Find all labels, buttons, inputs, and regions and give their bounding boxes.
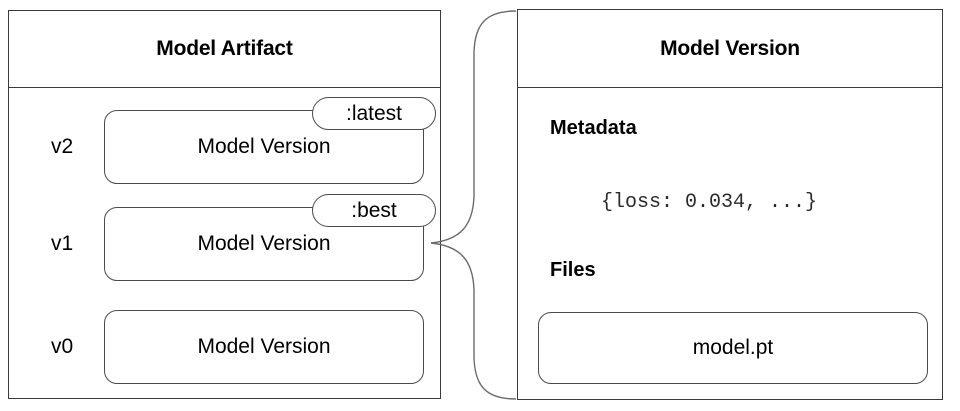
model-artifact-header: Model Artifact bbox=[9, 11, 440, 88]
metadata-heading: Metadata bbox=[550, 117, 637, 139]
model-artifact-panel: Model Artifact v2 Model Version :latest … bbox=[8, 10, 441, 399]
version-label-v1: v1 bbox=[51, 232, 74, 255]
version-row-v0: v0 Model Version bbox=[9, 310, 440, 384]
version-row-v2: v2 Model Version :latest bbox=[9, 97, 440, 184]
model-version-header: Model Version bbox=[518, 10, 942, 88]
tag-chip-best[interactable]: :best bbox=[312, 194, 436, 227]
version-row-v1: v1 Model Version :best bbox=[9, 194, 440, 281]
model-version-box-label-v2: Model Version bbox=[197, 135, 331, 158]
file-box-label-model-pt: model.pt bbox=[692, 336, 774, 359]
model-artifact-title: Model Artifact bbox=[156, 37, 293, 60]
metadata-value: {loss: 0.034, ...} bbox=[601, 191, 818, 214]
version-label-v2: v2 bbox=[51, 135, 74, 158]
model-version-detail-panel: Model Version Metadata {loss: 0.034, ...… bbox=[517, 9, 943, 400]
model-version-title: Model Version bbox=[660, 36, 800, 60]
model-version-box-v0[interactable]: Model Version bbox=[104, 310, 424, 384]
model-version-box-label-v1: Model Version bbox=[197, 232, 331, 255]
model-version-box-label-v0: Model Version bbox=[197, 335, 331, 358]
file-box-model-pt[interactable]: model.pt bbox=[538, 312, 928, 384]
tag-chip-latest[interactable]: :latest bbox=[312, 97, 436, 130]
files-heading: Files bbox=[550, 259, 596, 281]
version-label-v0: v0 bbox=[51, 335, 74, 358]
